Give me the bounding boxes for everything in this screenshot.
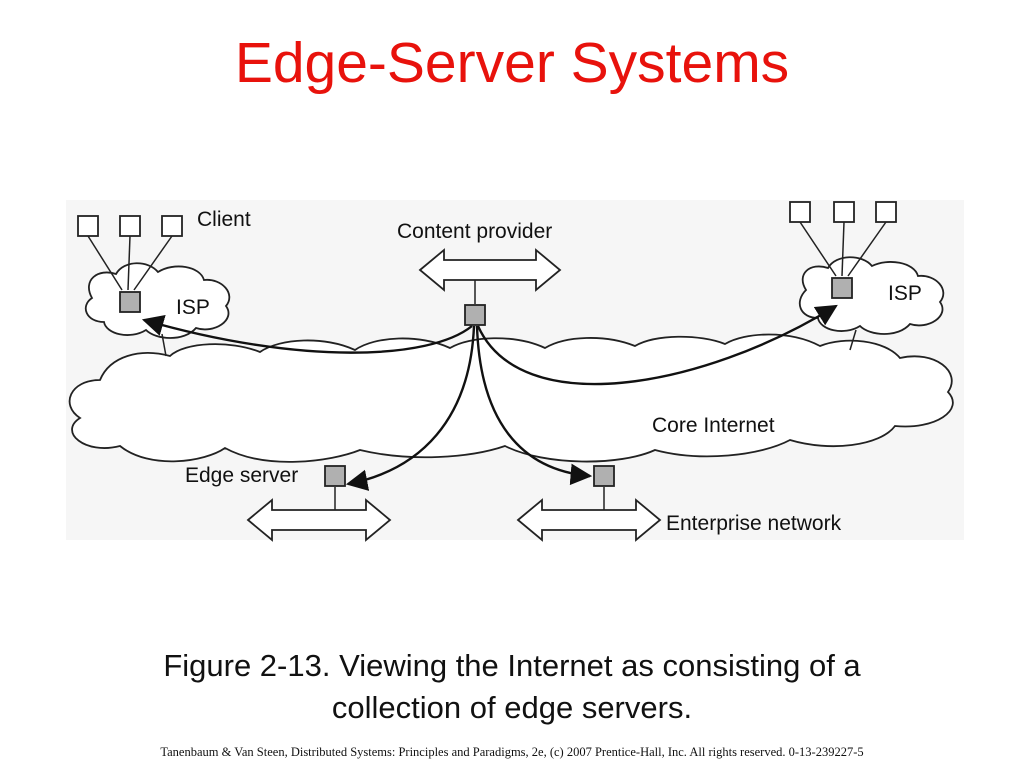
edge-server-network-arrow bbox=[246, 498, 392, 542]
label-edge-server: Edge server bbox=[185, 464, 298, 487]
content-provider-server bbox=[464, 304, 486, 326]
label-core-internet: Core Internet bbox=[652, 414, 775, 437]
arrow-to-left-isp bbox=[141, 315, 473, 354]
edge-server-node bbox=[324, 465, 346, 487]
client-box bbox=[875, 201, 897, 223]
enterprise-server-node bbox=[593, 465, 615, 487]
label-isp-left: ISP bbox=[176, 296, 210, 319]
client-box bbox=[789, 201, 811, 223]
label-client: Client bbox=[197, 208, 251, 231]
copyright-footer: Tanenbaum & Van Steen, Distributed Syste… bbox=[160, 745, 864, 759]
label-enterprise-network: Enterprise network bbox=[666, 512, 842, 535]
slide-title: Edge-Server Systems bbox=[234, 31, 790, 95]
isp-server-left bbox=[119, 291, 141, 313]
arrow-to-right-isp bbox=[476, 304, 838, 386]
arrow-to-edge-server bbox=[345, 325, 476, 491]
isp-server-right bbox=[831, 277, 853, 299]
arrow-to-enterprise-server bbox=[475, 325, 593, 486]
label-isp-right: ISP bbox=[888, 282, 922, 305]
client-box bbox=[119, 215, 141, 237]
enterprise-network-arrow bbox=[516, 498, 662, 542]
core-internet-cloud bbox=[68, 333, 954, 463]
client-box bbox=[77, 215, 99, 237]
client-box bbox=[161, 215, 183, 237]
figure-caption-line-2: collection of edge servers. bbox=[331, 690, 693, 725]
client-box bbox=[833, 201, 855, 223]
content-provider-network-arrow bbox=[418, 248, 562, 292]
isp-cloud-left bbox=[84, 262, 231, 339]
figure-caption-line-1: Figure 2-13. Viewing the Internet as con… bbox=[163, 648, 861, 683]
label-content-provider: Content provider bbox=[397, 220, 552, 243]
